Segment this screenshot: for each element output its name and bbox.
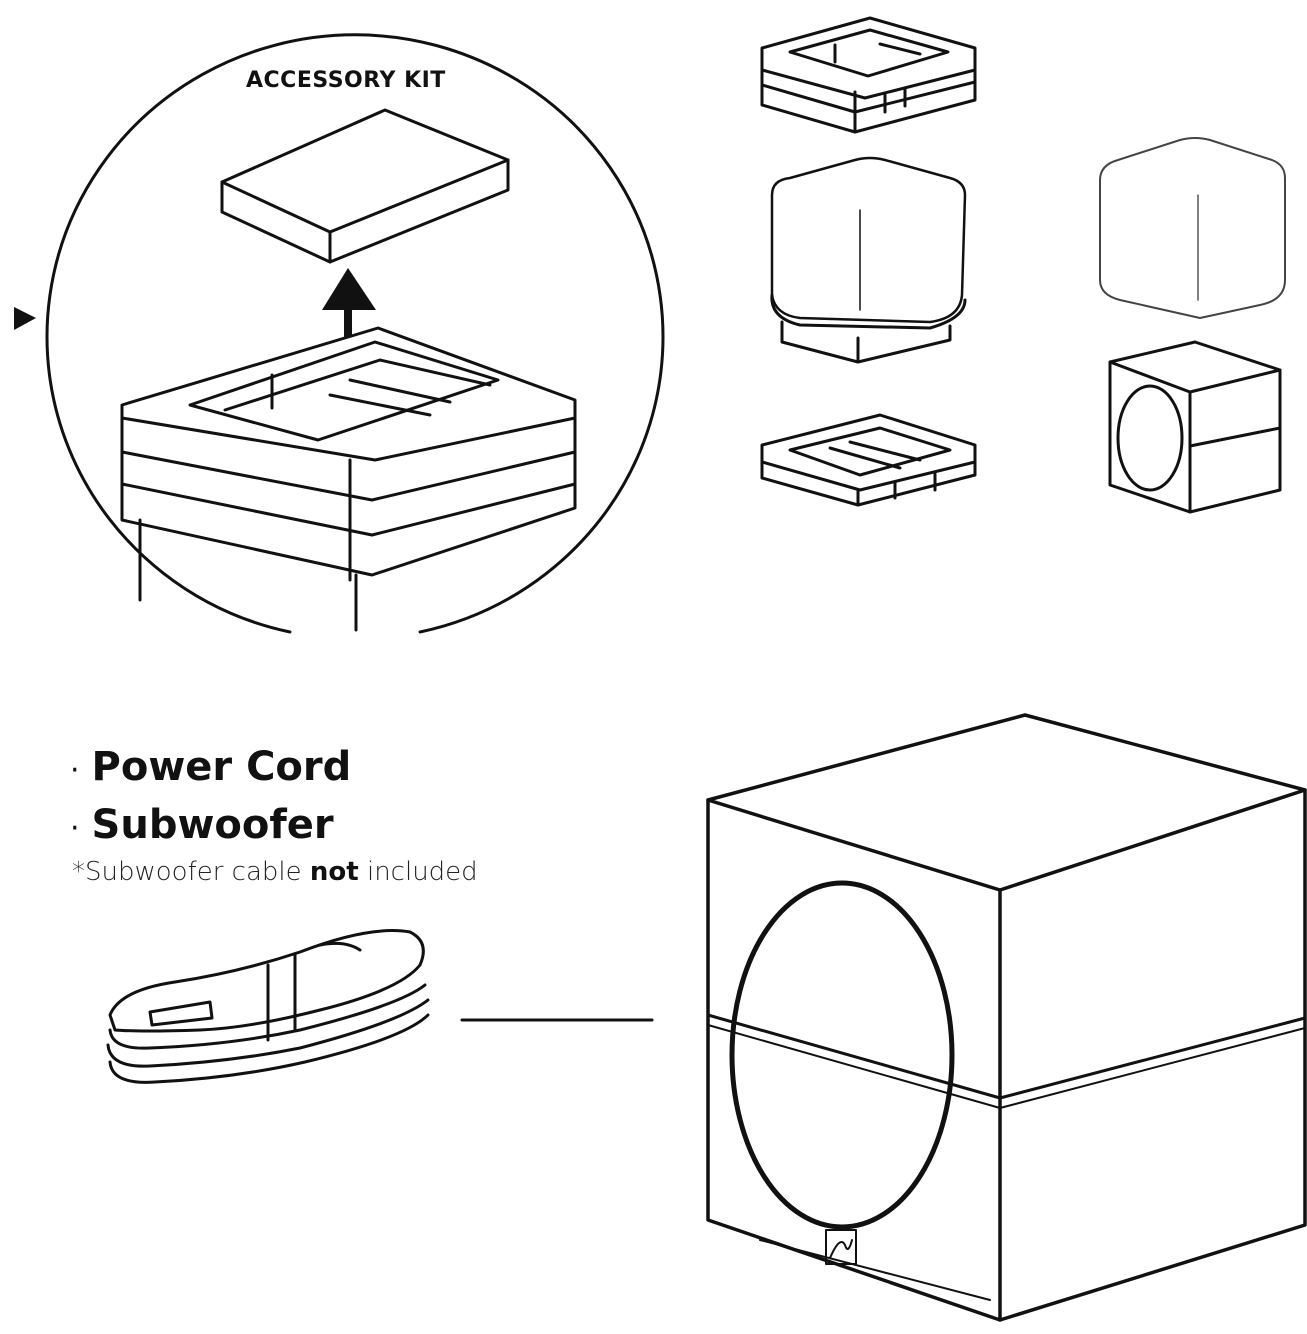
foam-tray-bottom <box>760 413 977 507</box>
bagged-subwoofer-left <box>770 156 967 364</box>
foam-tray-top <box>760 16 977 134</box>
note-emphasis: not <box>309 857 359 887</box>
detail-circle <box>45 33 665 634</box>
contents-list: ·Power Cord ·Subwoofer <box>70 738 351 854</box>
list-item: ·Power Cord <box>70 744 352 790</box>
subwoofer-small <box>1108 340 1282 514</box>
bagged-subwoofer-right <box>1099 137 1286 319</box>
accessory-kit-label: ACCESSORY KIT <box>246 68 446 93</box>
cable-note: *Subwoofer cable not included <box>72 857 478 887</box>
power-cord <box>106 929 430 1084</box>
pointer-triangle-icon <box>14 307 36 330</box>
note-prefix: *Subwoofer cable <box>72 857 310 887</box>
power-cord-label: Power Cord <box>91 744 352 790</box>
subwoofer-large <box>706 713 1307 1322</box>
brand-logo-icon <box>825 1229 857 1265</box>
accessory-kit-box <box>220 108 510 264</box>
packaging-box <box>120 326 577 632</box>
note-suffix: included <box>358 857 478 887</box>
subwoofer-label: Subwoofer <box>91 802 334 848</box>
list-item: ·Subwoofer <box>70 802 334 848</box>
